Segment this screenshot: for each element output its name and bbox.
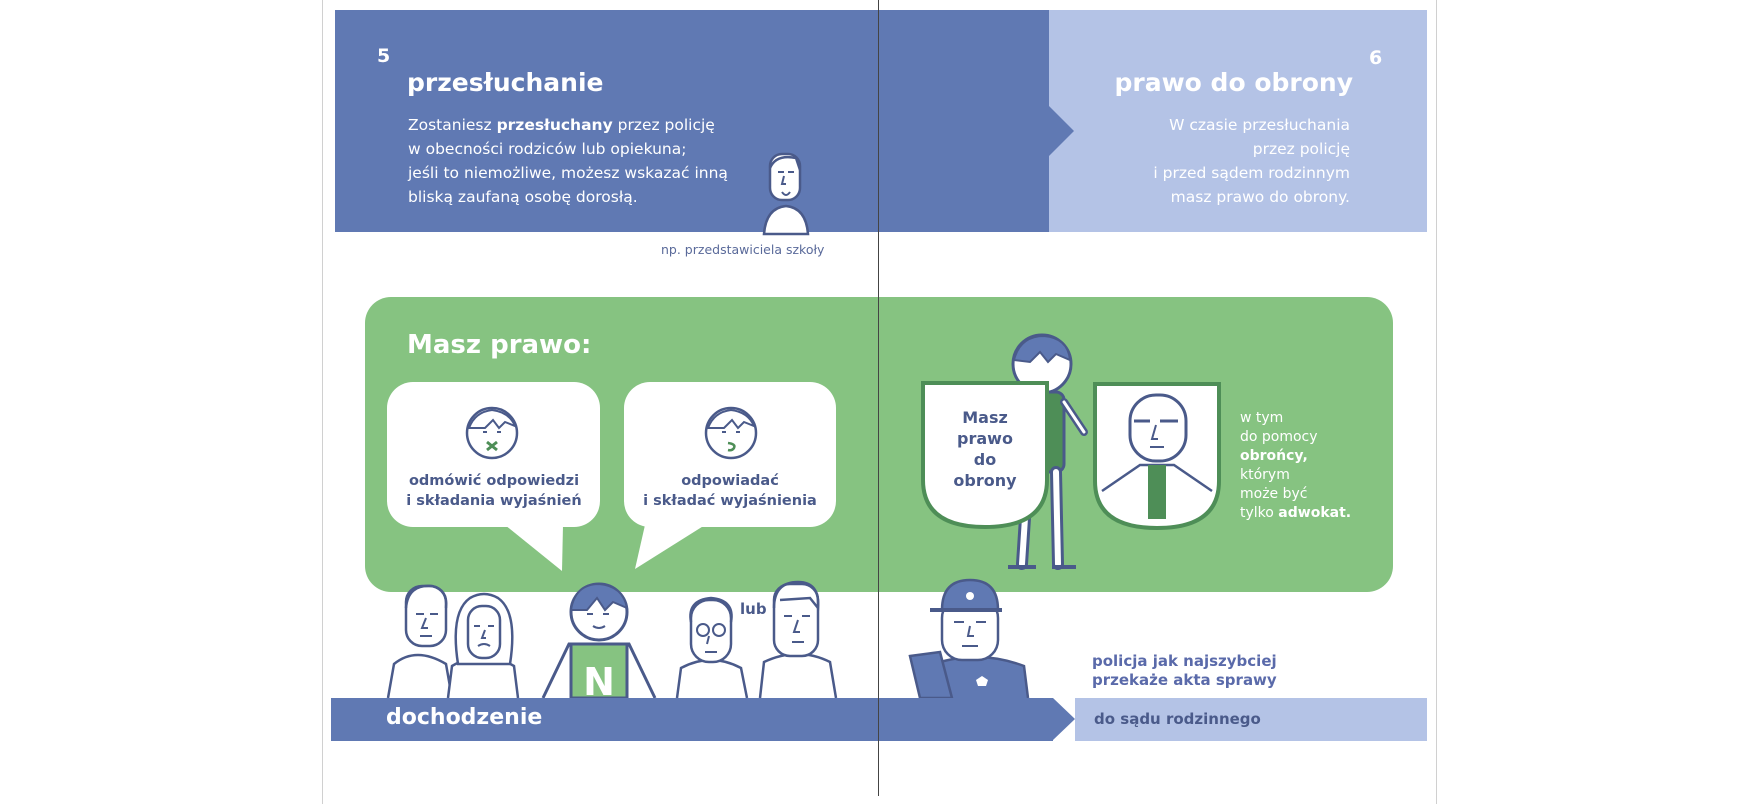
section-title-prawo-do-obrony: prawo do obrony [1114,68,1353,97]
school-representative-illustration [762,152,810,236]
investigation-label: dochodzenie [386,705,543,730]
section-6-text: W czasie przesłuchania przez policję i p… [1153,113,1350,209]
guardian-illustration [758,580,838,699]
text-line: w obecności rodziców lub opiekuna; [408,140,687,158]
page-fold-line [878,0,879,796]
right-shield-defender [1093,382,1221,531]
banner-notch-arrow [1049,106,1074,156]
section-5-banner [335,10,1049,232]
text-line: jeśli to niemożliwe, możesz wskazać inną [408,164,728,182]
bubble-tail-left [505,525,563,571]
father-illustration [386,584,454,699]
family-court-label: do sądu rodzinnego [1094,710,1261,728]
or-label: lub [740,600,767,618]
defender-info-text: w tym do pomocy obrońcy, którym może być… [1240,410,1352,521]
police-info-text: policja jak najszybciej przekaże akta sp… [1092,652,1277,689]
text-line: Zostaniesz przesłuchany przez policję [408,116,715,134]
option-refuse-text: odmówić odpowiedzi i składania wyjaśnień [406,473,582,509]
page-number-6: 6 [1369,47,1383,69]
section-5-text: Zostaniesz przesłuchany przez policję w … [408,113,728,209]
text-line: bliską zaufaną osobę dorosłą. [408,188,638,206]
text-line: przez policję [1252,140,1350,158]
bubble-tail-right [635,525,705,569]
svg-text:N: N [583,660,615,704]
mother-illustration [446,592,520,699]
police-officer-illustration [908,578,1030,700]
child-n-illustration: N [541,582,657,704]
grandmother-illustration [675,596,749,699]
talking-boy-face-icon [704,406,758,460]
section-title-przesluchanie: przesłuchanie [407,68,604,97]
page-number-5: 5 [377,45,391,67]
text-line: i przed sądem rodzinnym [1153,164,1350,182]
investigation-bar [331,698,1053,741]
option-answer-text: odpowiadać i składać wyjaśnienia [643,473,817,509]
investigation-bar-arrow [1053,698,1075,740]
section-6-banner [1049,10,1427,232]
shield-text: Masz prawo do obrony [953,408,1017,490]
family-court-bar [1075,698,1427,741]
rights-title: Masz prawo: [407,330,592,360]
silent-boy-face-icon [465,406,519,460]
text-line: W czasie przesłuchania [1169,116,1350,134]
text-line: masz prawo do obrony. [1170,188,1350,206]
left-shield [921,381,1049,530]
adult-caption: np. przedstawiciela szkoły [661,242,825,257]
